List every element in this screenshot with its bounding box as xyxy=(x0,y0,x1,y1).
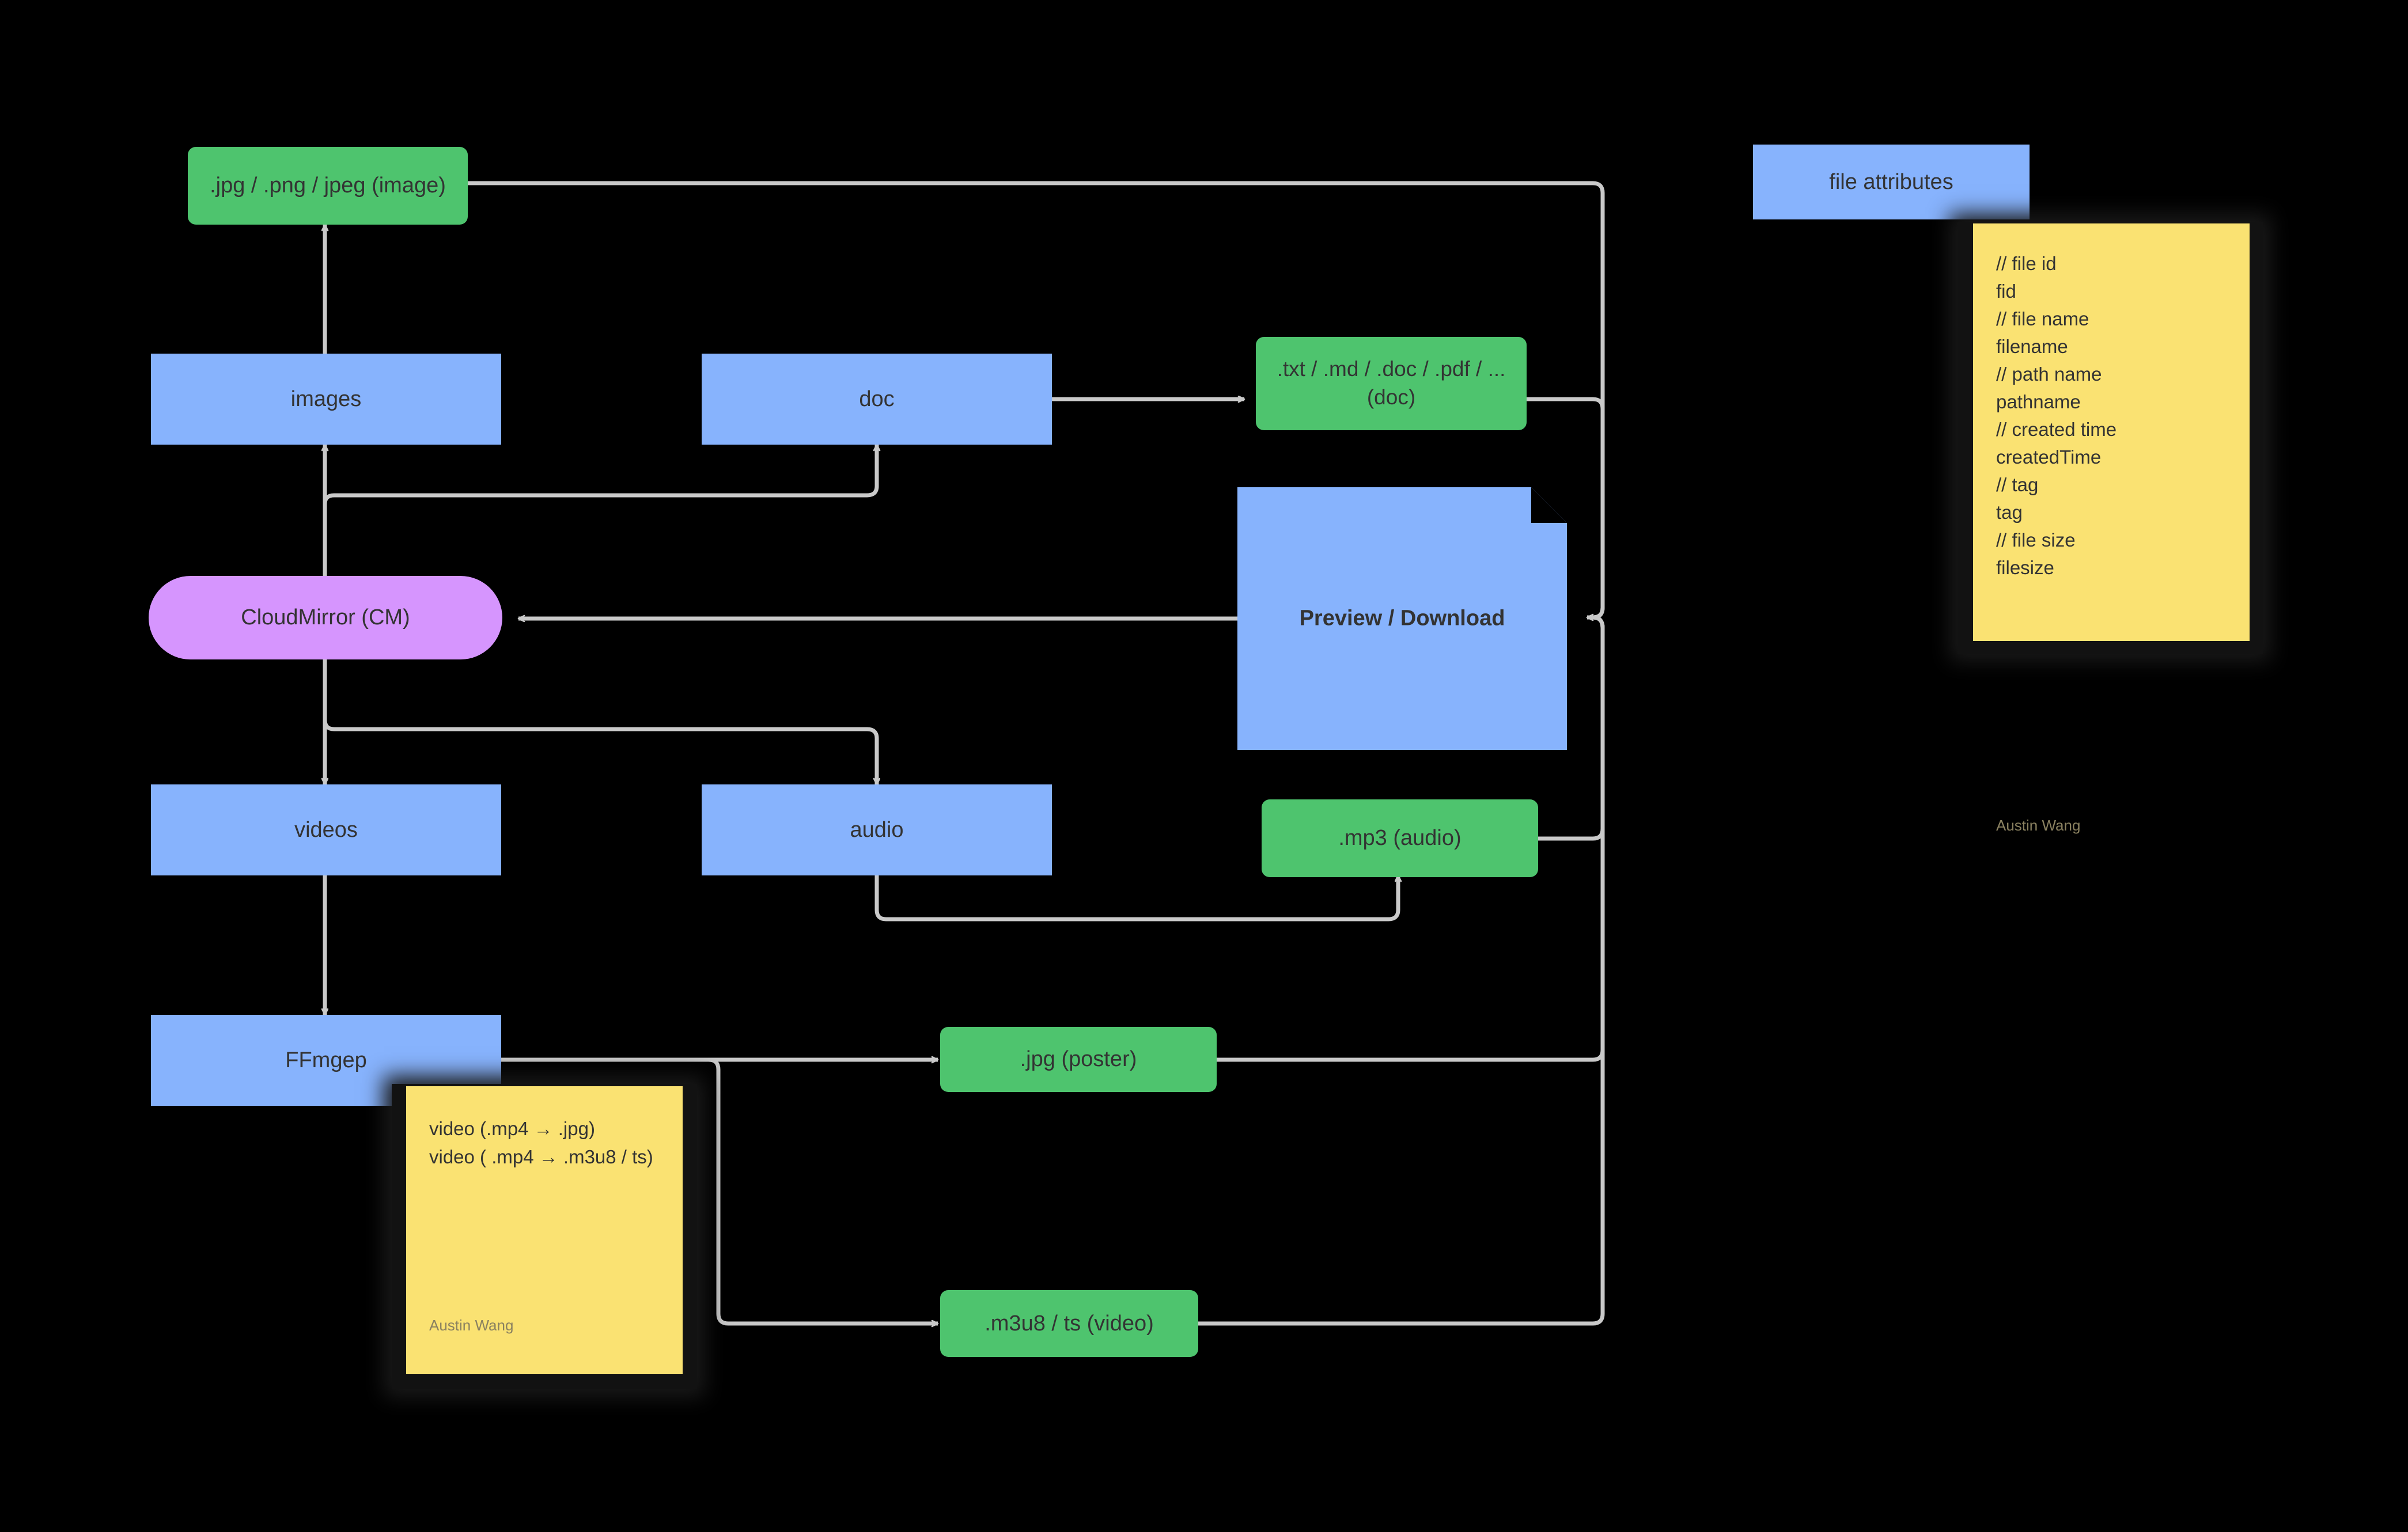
node-audio-label: audio xyxy=(850,817,904,842)
node-image-formats-label: .jpg / .png / jpeg (image) xyxy=(210,173,446,198)
node-file-attributes-label: file attributes xyxy=(1829,169,1953,194)
node-cloudmirror-label: CloudMirror (CM) xyxy=(241,605,410,630)
node-jpg-poster-label: .jpg (poster) xyxy=(1020,1047,1137,1072)
node-mp3-label: .mp3 (audio) xyxy=(1338,826,1462,851)
node-preview-download[interactable]: Preview / Download xyxy=(1237,487,1567,750)
node-jpg-poster[interactable]: .jpg (poster) xyxy=(940,1027,1217,1092)
node-image-formats[interactable]: .jpg / .png / jpeg (image) xyxy=(188,147,468,225)
node-m3u8-ts[interactable]: .m3u8 / ts (video) xyxy=(940,1290,1198,1357)
node-images-label: images xyxy=(290,386,362,411)
file-attributes-note[interactable]: // file id fid // file name filename // … xyxy=(1973,223,2250,834)
node-doc-folder[interactable]: doc xyxy=(702,354,1052,445)
file-attributes-note-author: Austin Wang xyxy=(1996,817,2081,834)
node-audio[interactable]: audio xyxy=(702,784,1052,875)
node-doc-formats[interactable]: .txt / .md / .doc / .pdf / ... (doc) xyxy=(1256,337,1527,430)
node-preview-download-label: Preview / Download xyxy=(1299,606,1505,631)
node-videos[interactable]: videos xyxy=(151,784,501,875)
node-doc-folder-label: doc xyxy=(859,386,895,411)
node-m3u8-ts-label: .m3u8 / ts (video) xyxy=(985,1311,1154,1336)
edge-cm-to-audio xyxy=(323,659,877,784)
node-mp3[interactable]: .mp3 (audio) xyxy=(1262,799,1538,877)
node-file-attributes[interactable]: file attributes xyxy=(1753,145,2030,219)
ffmgep-note-body: video (.mp4 → .jpg) video ( .mp4 → .m3u8… xyxy=(429,1118,653,1167)
edge-audio-to-mp3 xyxy=(874,875,1398,922)
node-images[interactable]: images xyxy=(151,354,501,445)
node-ffmgep-label: FFmgep xyxy=(285,1048,367,1072)
edge-cm-to-doc xyxy=(323,445,877,576)
node-cloudmirror[interactable]: CloudMirror (CM) xyxy=(149,576,502,659)
file-attributes-note-body: // file id fid // file name filename // … xyxy=(1996,253,2117,578)
ffmgep-note-author: Austin Wang xyxy=(429,1317,514,1334)
ffmgep-note[interactable]: video (.mp4 → .jpg) video ( .mp4 → .m3u8… xyxy=(406,1086,683,1374)
node-doc-formats-label: .txt / .md / .doc / .pdf / ... (doc) xyxy=(1277,357,1506,409)
node-videos-label: videos xyxy=(294,817,358,842)
